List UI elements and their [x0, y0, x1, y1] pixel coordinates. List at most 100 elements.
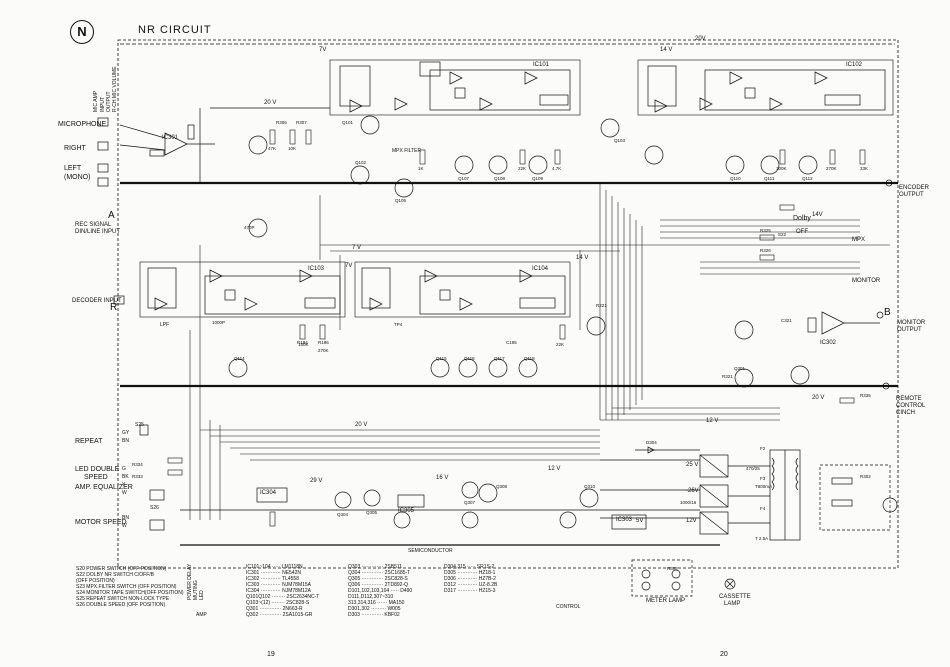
- component-label: Q115: [436, 356, 447, 361]
- rail-label: 12V: [686, 518, 697, 524]
- component-label: Q110: [730, 176, 741, 181]
- legend-line: D303 ············· KBF02: [348, 612, 400, 618]
- component-label: D304: [646, 440, 657, 445]
- component-label: F4: [760, 506, 766, 511]
- rail-label: 14 V: [576, 255, 589, 261]
- jacks: [97, 117, 165, 531]
- monitor-label: MONITOR: [852, 278, 881, 284]
- right-label: RIGHT: [64, 145, 86, 152]
- cassette-lamp-label-1: CASSETTE: [719, 594, 751, 600]
- ic101-label: IC101: [533, 62, 550, 68]
- legend-line: IC303 ············ NJM78M15A: [246, 582, 311, 588]
- component-label: Q118: [524, 356, 535, 361]
- point-r: R: [110, 302, 118, 313]
- component-label: Q108: [494, 176, 506, 181]
- legend-line: D304,315 ····· SR1S-2: [444, 564, 495, 570]
- control-label: CONTROL: [556, 604, 581, 610]
- semiconductor-label: SEMICONDUCTOR: [408, 548, 453, 554]
- transistors-mid: [228, 316, 810, 388]
- parts-legend-col2: Q303 ············· 2SB511 Q304 ·········…: [348, 564, 412, 618]
- pin-bn: BN: [122, 438, 129, 444]
- component-label: Q105: [395, 198, 407, 203]
- legend-line: S23 MPX.FILTER SWITCH (OFF POSITION): [76, 584, 177, 590]
- mono-label: (MONO): [64, 174, 91, 181]
- legend-line: D312 ············ UZ-8.2B: [444, 582, 498, 588]
- value-label: 270K: [826, 166, 837, 171]
- component-label: T 2.5A: [755, 536, 769, 541]
- legend-line: Q306 ············· 2TD892-Q: [348, 582, 408, 588]
- component-label: R303: [667, 566, 678, 571]
- component-label: Q301: [734, 366, 746, 371]
- component-label: R196: [318, 340, 329, 345]
- legend-line: 313,314,316 ······ MA150: [348, 600, 405, 606]
- rail-label: -26V: [686, 488, 699, 494]
- page-number-left: 19: [267, 651, 275, 658]
- mic-jack-label-4: R-CH MIC VOLUME: [112, 66, 118, 112]
- component-label: C195: [506, 340, 517, 345]
- rail-label: 7V: [345, 263, 353, 269]
- ic103-label: IC103: [308, 266, 325, 272]
- left-label: LEFT: [64, 165, 82, 172]
- legend-line: D301,302 ········· W005: [348, 606, 401, 612]
- dolby-label: Dolby: [793, 215, 811, 222]
- legend-line: Q301 ············· 2N663-R: [246, 606, 303, 612]
- parts-legend-col1: IC101~104 ····· LM1118N IC301 ··········…: [246, 564, 319, 618]
- pin-y: Y: [122, 482, 126, 488]
- mic-jack-label-1: MIC AMP: [93, 90, 99, 112]
- remote-control-label-2: CONTROL: [896, 403, 926, 409]
- legend-line: IC301 ············ NE542N: [246, 570, 301, 576]
- pin-bn-2: BN: [122, 515, 129, 521]
- value-label: 1K: [418, 166, 424, 171]
- component-label: Q304: [337, 512, 349, 517]
- motor-speed-label: MOTOR SPEED: [75, 519, 127, 526]
- monitor-output-label-1: MONITOR: [897, 320, 926, 326]
- power-delay-label-3: LED: [199, 590, 205, 600]
- mpx-filter-label: MPX FILTER: [392, 148, 422, 154]
- component-label: Q102: [355, 160, 367, 165]
- rec-signal-label-1: REC SIGNAL: [75, 222, 112, 228]
- component-label: Q307: [464, 500, 476, 505]
- section-badge: N: [70, 20, 94, 44]
- ic102-label: IC102: [846, 62, 863, 68]
- component-label: T800mA: [755, 484, 773, 489]
- component-label: Q112: [802, 176, 813, 181]
- decoder-input-label: DECODER INPUT: [72, 298, 122, 304]
- legend-line: D111,D112,307~310: [348, 594, 394, 600]
- pin-w: W: [122, 490, 127, 496]
- component-label: R307: [296, 120, 307, 125]
- component-label: R333: [132, 474, 143, 479]
- component-label: Q117: [494, 356, 505, 361]
- rail-label: 5V: [636, 518, 644, 524]
- legend-line: (OFF POSITION): [76, 578, 115, 584]
- ic302-label: IC302: [820, 340, 837, 346]
- component-label: Q111: [764, 176, 775, 181]
- legend-line: Q305 ············· 2SC828-S: [348, 576, 408, 582]
- value-label: 1000P: [212, 320, 226, 325]
- rail-label: 16 V: [436, 475, 449, 481]
- component-label: Q101: [342, 120, 354, 125]
- remote-control-label-3: CINCH: [896, 410, 915, 416]
- rail-label: 20 V: [812, 395, 825, 401]
- lpf-label: LPF: [160, 322, 170, 328]
- value-label: 1000/16: [680, 500, 697, 505]
- monitor-output-label-2: OUTPUT: [897, 327, 922, 333]
- rail-label: 14 V: [660, 47, 673, 53]
- legend-line: Q101Q102 ········ 2SC2634NC-T: [246, 594, 320, 600]
- led-double-speed-label-2: SPEED: [84, 474, 108, 481]
- value-label: 100K: [776, 166, 787, 171]
- wiring: [189, 183, 890, 520]
- component-label: Q305: [366, 510, 378, 515]
- amp-label: AMP: [196, 612, 207, 618]
- led-double-speed-label-1: LED DOUBLE: [75, 466, 120, 473]
- legend-line: IC101~104 ····· LM1118N: [246, 564, 303, 570]
- legend-line: D317 ············ HZ15-3: [444, 588, 496, 594]
- pin-g: G: [122, 466, 126, 472]
- pin-gy: GY: [122, 430, 130, 436]
- ic301-label: IC301: [162, 135, 179, 141]
- microphone-label: MICROPHONE: [58, 121, 107, 128]
- switch-s26: S26: [150, 505, 159, 511]
- rail-label: 14V: [812, 212, 823, 218]
- legend-line: D306 ············ HZ7B-2: [444, 576, 496, 582]
- legend-line: S26 DOUBLE SPEED (OFF POSITION): [76, 602, 166, 608]
